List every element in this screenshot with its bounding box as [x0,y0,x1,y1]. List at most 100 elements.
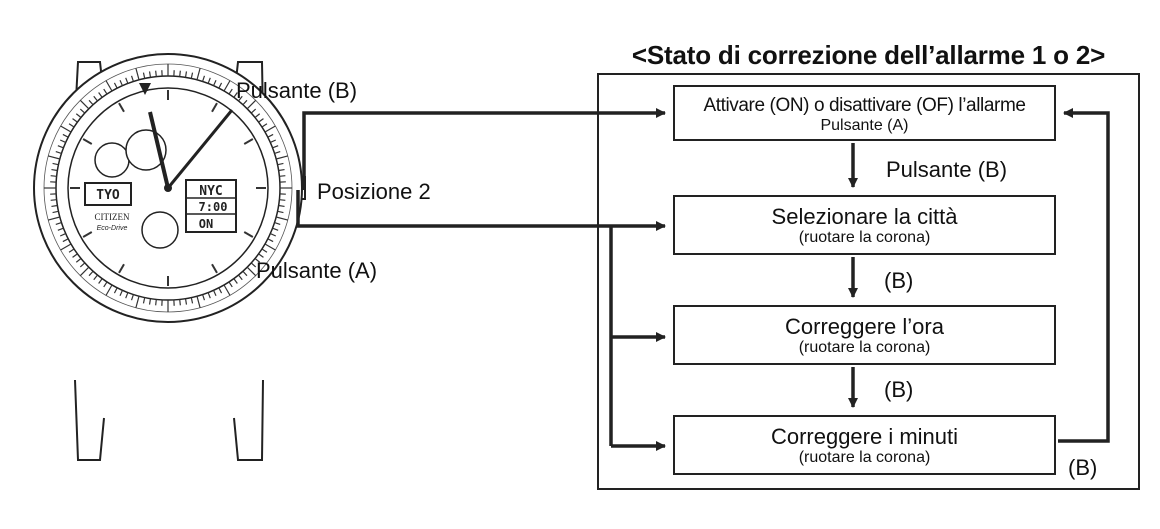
bezel-tick [238,95,243,102]
bezel-tick [218,82,223,89]
bezel-tick [105,284,113,296]
arrow-label-step-1: Pulsante (B) [886,157,1008,182]
bezel-tick [48,216,60,221]
digital-window-right [185,179,237,233]
bezel-tick [50,199,57,201]
step-select-city-sub: (ruotare la corona) [798,229,931,246]
bezel-tick [250,262,257,268]
bezel-tick [75,113,82,118]
bezel-tick [148,298,152,305]
bezel-tick [242,270,248,277]
digital-window-left [84,182,132,206]
bezel-tick [98,278,103,284]
bezel-tick [135,296,140,308]
step-correct-hour-sub: (ruotare la corona) [798,339,931,356]
step-correct-minutes-sub: (ruotare la corona) [798,449,931,466]
arrow-label-step-2: (B) [884,268,914,293]
label-crown-position: Posizione 2 [317,179,431,204]
bezel-tick [113,287,118,294]
bezel-tick [276,155,288,160]
bezel-tick [135,68,140,80]
bezel-tick [278,204,285,208]
bezel-tick [264,125,276,133]
diagram-title: <Stato di correzione dell’allarme 1 o 2> [631,40,1106,70]
bezel-tick [213,79,217,86]
hour-hand [148,111,170,189]
subdial-bottom [141,211,179,249]
hour-marker [243,138,254,145]
bezel-tick [272,227,279,231]
bezel-tick [254,113,261,118]
correction-state-frame [597,73,1140,490]
bezel-tick [258,253,264,258]
bezel-tick [79,99,90,110]
step-toggle-alarm-main: Attivare (ON) o disattivare (OF) l’allar… [703,95,1026,116]
bezel-tick [184,298,188,305]
bezel-tick [202,294,206,301]
bezel-tick [103,281,108,288]
arrow-crown-to-city [296,190,666,231]
bezel-tick [57,145,64,149]
bezel-tick [190,297,194,304]
bezel-tick [279,175,286,177]
bezel-tick [207,292,211,299]
step-select-city: Selezionare la città (ruotare la corona) [673,195,1056,255]
bezel-tick [62,238,69,243]
bezel-tick [261,123,268,128]
hour-marker [118,263,125,274]
bezel-tick [190,72,194,79]
watch-brand-text: CITIZEN [95,212,130,222]
bezel-tick [130,294,134,301]
bezel-tick [264,243,276,251]
bezel-tick [51,168,58,172]
bezel-tick [50,175,57,177]
bezel-tick [60,243,72,251]
step-correct-minutes: Correggere i minuti (ruotare la corona) [673,415,1056,475]
bezel-tick [213,290,217,297]
bezel-tick [155,299,157,306]
bezel-tick [196,68,201,80]
bezel-tick [267,133,274,138]
bezel-tick [51,204,58,208]
step-toggle-alarm-sub: Pulsante (A) [820,117,909,134]
bezel-tick [228,88,233,95]
arrow-button-b-to-toggle [302,108,666,190]
bezel-tick [274,150,281,154]
bezel-tick [52,162,59,166]
arrow-return-to-toggle [1058,108,1110,443]
bezel-tick [142,72,146,79]
digital-status-text: ON [199,217,213,231]
bezel-tick [93,274,98,281]
bezel-tick [246,266,257,277]
bezel-tick [125,292,129,299]
bezel-tick [254,258,261,263]
bezel-tick [105,80,113,92]
bezel-tick [72,253,78,258]
bezel-tick [75,258,82,263]
bezel-tick [103,88,108,95]
bezel-tick [72,118,78,123]
bezel-tick [59,233,66,237]
bezel-tick [93,95,98,102]
bezel-tick [48,155,60,160]
hour-marker [243,231,254,238]
bezel-tick [119,290,123,297]
bezel-tick [184,71,188,78]
bezel-triangle-marker [139,83,151,95]
digital-time-text: 7:00 [199,200,228,214]
bezel-tick [223,80,231,92]
dial-ticks [70,90,266,286]
bezel-tick [88,99,94,106]
bezel-ticks [44,64,292,312]
minute-hand [166,109,234,189]
bezel-tick [79,266,90,277]
step-toggle-alarm: Attivare (ON) o disattivare (OF) l’allar… [673,85,1056,141]
bezel-tick [233,92,238,98]
bezel-tick [55,222,62,226]
bezel-tick [272,145,279,149]
hour-marker [211,263,218,274]
bezel-tick [278,168,285,172]
bezel-tick [276,216,288,221]
